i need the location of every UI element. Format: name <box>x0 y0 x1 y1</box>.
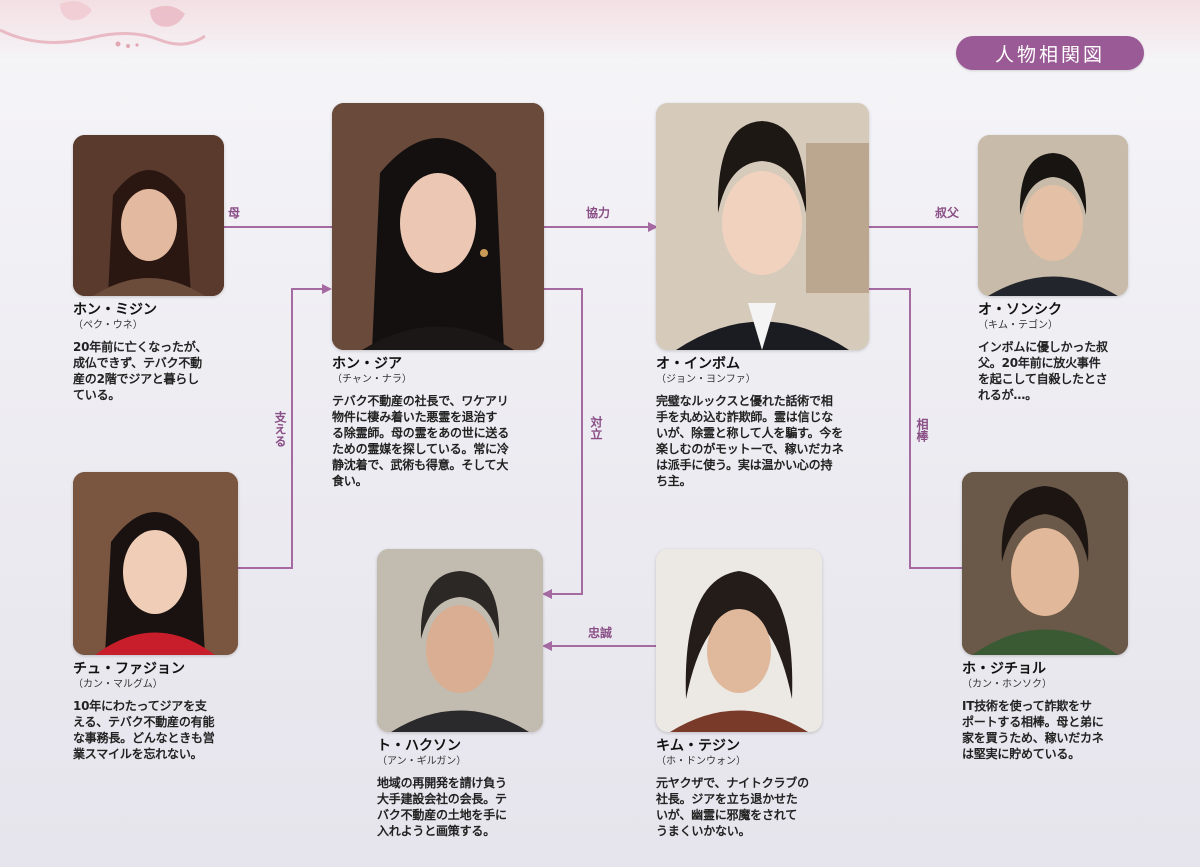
label-cooperation: 協力 <box>586 206 611 220</box>
desc-chu-fajon: 10年にわたってジアを支 える、テバク不動産の有能 な事務長。どんなときも営 業… <box>73 699 215 761</box>
desc-oh-inbom: 完璧なルックスと優れた話術で相 手を丸め込む詐欺師。霊は信じな いが、除霊と称し… <box>656 394 844 488</box>
actor-to-hakson: （アン・ギルガン） <box>377 756 467 767</box>
label-uncle: 叔父 <box>935 206 960 220</box>
desc-hong-jia: テバク不動産の社長で、ワケアリ 物件に棲み着いた悪霊を退治す る除霊師。母の霊を… <box>332 394 510 488</box>
line-opposition <box>536 284 583 599</box>
name-chu-fajon: チュ・ファジョン <box>73 661 185 677</box>
actor-oh-inbom: （ジョン・ヨンファ） <box>656 374 756 385</box>
label-mother: 母 <box>228 206 241 220</box>
portrait-ho-jichol <box>962 472 1128 655</box>
desc-hong-mijin: 20年前に亡くなったが、 成仏できず、テバク不動 産の2階でジアと暮らし ている… <box>73 340 208 402</box>
portrait-kim-tejin <box>656 549 822 732</box>
name-hong-jia: ホン・ジア <box>332 356 402 372</box>
actor-kim-tejin: （ホ・ドンウォン） <box>656 756 746 767</box>
portrait-to-hakson <box>377 549 543 732</box>
desc-to-hakson: 地域の再開発を請け負う 大手建設会社の会長。テ バク不動産の土地を手に 入れよう… <box>377 776 507 838</box>
label-opposition: 対立 <box>589 416 603 440</box>
name-oh-inbom: オ・インボム <box>656 356 740 372</box>
actor-ho-jichol: （カン・ホンソク） <box>962 679 1052 690</box>
chart-title-badge: 人物相関図 <box>956 36 1144 70</box>
actor-hong-mijin: （ペク・ウネ） <box>73 320 143 331</box>
line-support <box>238 284 332 569</box>
portrait-chu-fajon <box>73 472 238 655</box>
portrait-hong-mijin <box>73 135 224 296</box>
label-loyalty: 忠誠 <box>588 626 613 640</box>
actor-oh-sonshik: （キム・テゴン） <box>978 320 1058 331</box>
desc-oh-sonshik: インボムに優しかった叔 父。20年前に放火事件 を起こして自殺したとさ れるが…… <box>978 340 1108 402</box>
name-hong-mijin: ホン・ミジン <box>73 302 157 318</box>
name-to-hakson: ト・ハクソン <box>377 738 461 754</box>
actor-hong-jia: （チャン・ナラ） <box>332 374 412 385</box>
name-kim-tejin: キム・テジン <box>656 738 740 754</box>
floral-flourish-icon <box>0 1 206 48</box>
portrait-hong-jia <box>332 103 544 350</box>
name-oh-sonshik: オ・ソンシク <box>978 302 1062 318</box>
line-partner <box>869 288 962 569</box>
portrait-oh-inbom <box>656 103 869 350</box>
actor-chu-fajon: （カン・マルグム） <box>73 679 163 690</box>
name-ho-jichol: ホ・ジチョル <box>962 661 1046 677</box>
label-partner: 相棒 <box>915 418 929 442</box>
desc-ho-jichol: IT技術を使って詐欺をサ ポートする相棒。母と弟に 家を買うため、稼いだカネ は… <box>962 699 1104 761</box>
portrait-oh-sonshik <box>978 135 1128 296</box>
desc-kim-tejin: 元ヤクザで、ナイトクラブの 社長。ジアを立ち退かせた いが、幽霊に邪魔をされて … <box>656 776 809 838</box>
label-support: 支える <box>273 411 287 447</box>
